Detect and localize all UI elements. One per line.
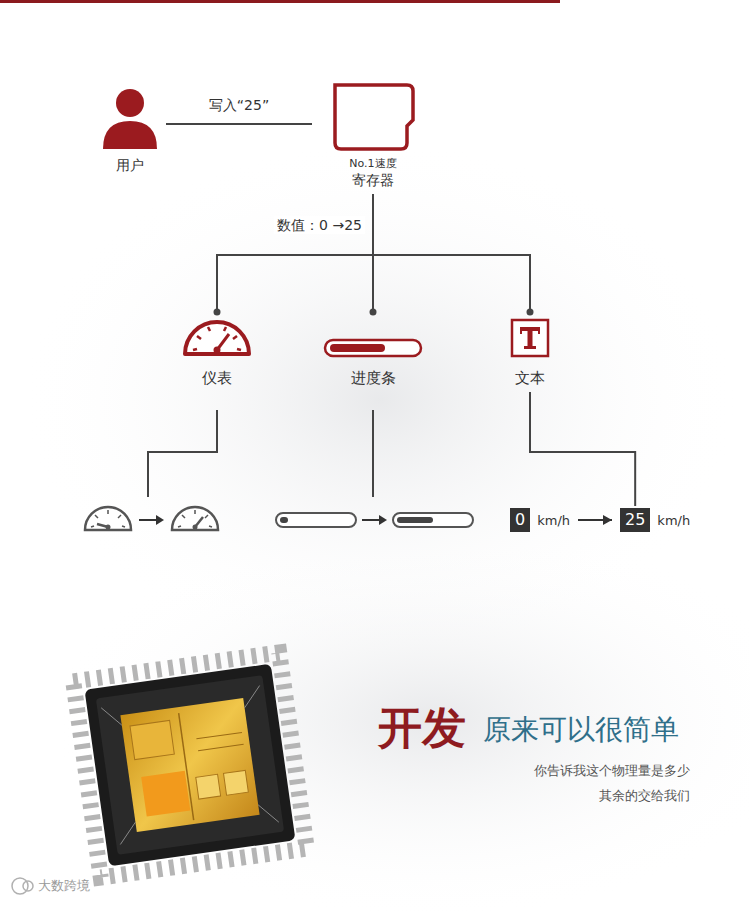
sd-icon	[318, 82, 428, 152]
watermark: 大数跨境	[38, 878, 90, 894]
connector	[530, 392, 635, 506]
user-icon	[100, 88, 160, 150]
chip-illustration	[73, 652, 307, 877]
user-icon: 用户	[100, 88, 160, 175]
gauge-ticks	[91, 510, 212, 527]
edge-label: 写入“25”	[206, 96, 272, 114]
value-box: 0 km/h	[510, 508, 570, 532]
arrow-head	[603, 515, 612, 525]
arrow	[362, 515, 387, 525]
leader-line	[148, 410, 217, 497]
arrow	[139, 515, 164, 525]
gauge-widget: 仪表	[177, 312, 257, 388]
value-number: 0	[510, 508, 530, 532]
connector-line	[217, 194, 373, 312]
slogan-note: 你告诉我这个物理量是多少	[534, 763, 690, 779]
connector	[578, 515, 612, 525]
value-number: 25	[620, 508, 650, 532]
connector-line	[530, 392, 635, 506]
connector	[166, 124, 312, 125]
unit-text: km/h	[537, 513, 570, 528]
end-dot	[370, 309, 377, 316]
bar-icon	[323, 312, 423, 358]
gauge-small	[85, 507, 218, 530]
node-label: 仪表	[177, 368, 257, 388]
text-widget: 文本	[490, 312, 570, 388]
edge-label: 数值：0 →25	[274, 216, 365, 234]
leader-line	[372, 410, 374, 497]
fog	[50, 520, 750, 911]
connector-line	[373, 194, 530, 312]
progress-widget: 进度条	[323, 312, 423, 388]
end-dot	[214, 309, 221, 316]
node-label: 寄存器	[318, 171, 428, 190]
tbox-icon	[490, 312, 570, 358]
slogan-title: 开发	[378, 700, 466, 755]
gauge-icon	[177, 312, 257, 358]
connector	[373, 194, 534, 316]
connector	[214, 194, 374, 316]
value-box: 25 km/h	[620, 508, 690, 532]
end-dot	[527, 309, 534, 316]
progress-small	[276, 513, 473, 527]
top-bar	[0, 0, 560, 3]
node-label: No.1速度	[318, 156, 428, 171]
connector-line	[166, 123, 312, 125]
node-label: 用户	[100, 156, 160, 175]
node-label: 文本	[490, 368, 570, 388]
register-card: No.1速度寄存器	[318, 82, 428, 190]
watermark-logo	[12, 878, 33, 894]
slogan-subtitle: 原来可以很简单	[483, 712, 679, 747]
node-label: 进度条	[323, 368, 423, 388]
slogan-note: 其余的交给我们	[599, 788, 690, 804]
unit-text: km/h	[657, 513, 690, 528]
